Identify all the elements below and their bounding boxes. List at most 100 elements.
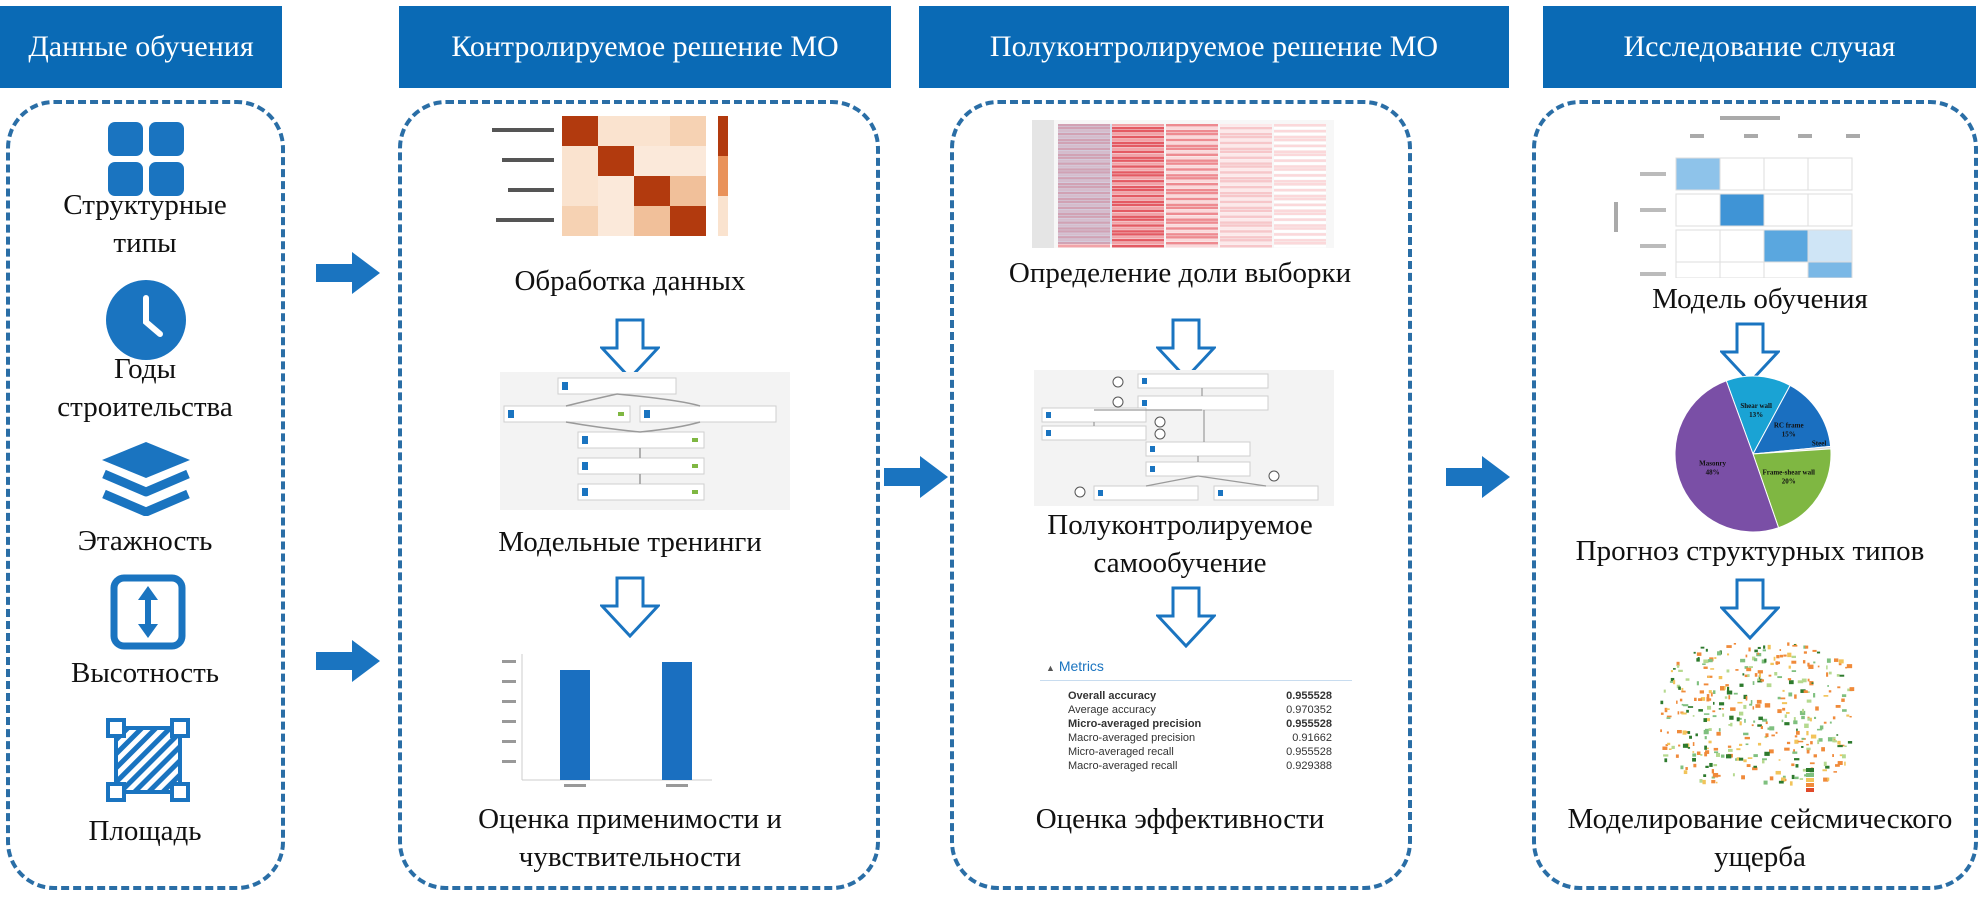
map-parcel (1751, 724, 1754, 727)
map-parcel (1844, 745, 1847, 748)
pie-label: Frame-shear wall (1762, 469, 1815, 477)
heatmap-cell (1166, 215, 1218, 218)
map-parcel (1793, 720, 1798, 725)
pie-label: Shear wall (1740, 402, 1772, 410)
pie-pct: 13% (1749, 411, 1763, 419)
heatmap-cell (1220, 183, 1272, 186)
map-parcel (1733, 692, 1738, 695)
heatmap-cell (1274, 168, 1326, 171)
map-parcel (1719, 702, 1725, 706)
heatmap-cell (1112, 188, 1164, 192)
seismic-damage-map-thumbnail (1660, 642, 1855, 792)
map-parcel (1705, 750, 1710, 754)
heatmap-cell (1166, 168, 1218, 171)
heatmap-cell (1274, 239, 1326, 242)
map-parcel (1703, 718, 1707, 723)
map-parcel (1714, 751, 1719, 754)
area-icon (106, 718, 190, 802)
heatmap-cell (1112, 239, 1164, 242)
map-parcel (1687, 747, 1691, 749)
map-parcel (1696, 751, 1701, 755)
heatmap-cell (1058, 239, 1110, 242)
map-parcel (1670, 677, 1675, 682)
header-training-data: Данные обучения (0, 6, 282, 88)
map-parcel (1813, 716, 1817, 719)
heatmap-cell (1112, 141, 1164, 145)
map-parcel (1792, 751, 1798, 754)
heatmap-cell (1112, 215, 1164, 218)
map-parcel (1792, 644, 1798, 647)
heatmap-cell (1220, 244, 1272, 248)
map-parcel (1676, 664, 1680, 668)
metrics-header[interactable]: ▲ Metrics (1040, 656, 1352, 681)
map-parcel (1801, 678, 1807, 683)
heatmap-cell (1112, 206, 1164, 210)
metrics-title: Metrics (1058, 658, 1104, 674)
map-parcel (1832, 716, 1836, 720)
map-parcel (1779, 649, 1782, 651)
map-parcel (1816, 651, 1821, 654)
heatmap-cell (1274, 124, 1326, 127)
map-parcel (1743, 694, 1748, 700)
map-parcel (1727, 745, 1732, 748)
map-parcel (1710, 668, 1715, 670)
map-parcel (1739, 717, 1742, 720)
heatmap-cell (1220, 150, 1272, 154)
heatmap-cell (1112, 156, 1164, 159)
heatmap-cell (1112, 236, 1164, 239)
map-parcel (1746, 764, 1751, 768)
heatmap-cell (1112, 203, 1164, 207)
heatmap-cell (1220, 188, 1272, 192)
step-efficiency-evaluation: Оценка эффективности (1035, 803, 1325, 835)
heatmap-cell (1274, 203, 1326, 207)
map-parcel (1709, 762, 1713, 767)
heatmap-cell (1166, 141, 1218, 145)
heatmap-cell (1220, 132, 1272, 136)
heatmap-cell (1166, 153, 1218, 156)
heatmap-cell (1166, 188, 1218, 192)
heatmap-cell (1220, 124, 1272, 127)
step-self-training: Полуконтролируемое самообучение (1047, 509, 1313, 579)
map-parcel (1694, 697, 1697, 701)
heatmap-cell (1058, 185, 1110, 189)
heatmap-cell (1058, 177, 1110, 180)
map-parcel (1804, 723, 1809, 728)
heatmap-cell (1058, 124, 1110, 127)
heatmap-cell (1274, 236, 1326, 239)
map-parcel (1806, 747, 1811, 751)
map-parcel (1760, 725, 1764, 730)
map-parcel (1675, 754, 1679, 758)
map-parcel (1666, 717, 1671, 719)
map-parcel (1761, 659, 1766, 664)
map-parcel (1849, 715, 1852, 718)
heatmap-cell (1166, 124, 1218, 127)
map-parcel (1764, 751, 1770, 756)
step-sample-proportion: Определение доли выборки (1008, 257, 1352, 289)
map-parcel (1664, 758, 1668, 763)
map-parcel (1752, 767, 1758, 771)
heatmap-cell (1274, 183, 1326, 186)
map-parcel (1809, 681, 1814, 686)
map-parcel (1663, 689, 1666, 693)
map-parcel (1676, 700, 1678, 704)
map-parcel (1692, 753, 1697, 757)
map-parcel (1696, 681, 1699, 686)
map-parcel (1711, 776, 1715, 779)
map-parcel (1786, 711, 1790, 714)
heatmap-cell (1166, 185, 1218, 189)
heatmap-cell (1220, 126, 1272, 130)
heatmap-cell (1058, 224, 1110, 227)
map-parcel (1692, 757, 1696, 762)
heatmap-cell (1166, 150, 1218, 154)
map-parcel (1738, 711, 1744, 716)
map-parcel (1802, 660, 1806, 664)
map-parcel (1757, 742, 1762, 746)
heatmap-cell (1166, 159, 1218, 162)
map-parcel (1780, 697, 1786, 700)
heatmap-cell (1166, 126, 1218, 130)
heatmap-cell (1058, 126, 1110, 130)
map-parcel (1660, 712, 1664, 715)
heatmap-cell (1166, 197, 1218, 201)
map-parcel (1756, 699, 1762, 704)
heatmap-cell (1220, 168, 1272, 171)
